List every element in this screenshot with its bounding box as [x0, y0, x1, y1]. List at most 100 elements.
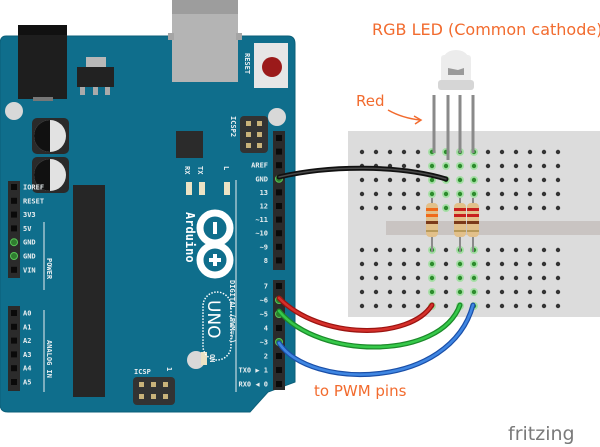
breadboard-hole[interactable] [443, 247, 449, 253]
breadboard-hole[interactable] [513, 275, 519, 281]
breadboard-hole[interactable] [457, 275, 463, 281]
breadboard-hole[interactable] [359, 149, 365, 155]
breadboard-hole[interactable] [485, 163, 491, 169]
header-pin[interactable] [276, 189, 282, 196]
breadboard-hole[interactable] [457, 163, 463, 169]
breadboard-hole[interactable] [471, 177, 477, 183]
header-pin[interactable] [276, 325, 282, 331]
header-pin[interactable] [11, 323, 17, 330]
breadboard-hole[interactable] [373, 261, 379, 267]
breadboard-hole[interactable] [401, 247, 407, 253]
breadboard-hole[interactable] [527, 205, 533, 211]
breadboard-hole[interactable] [373, 205, 379, 211]
breadboard-hole[interactable] [541, 205, 547, 211]
header-pin[interactable] [11, 184, 17, 190]
breadboard-hole[interactable] [359, 191, 365, 197]
breadboard-hole[interactable] [373, 177, 379, 183]
breadboard-hole[interactable] [527, 163, 533, 169]
breadboard-hole[interactable] [513, 205, 519, 211]
breadboard-hole[interactable] [555, 289, 561, 295]
breadboard-hole[interactable] [541, 191, 547, 197]
breadboard-hole[interactable] [429, 275, 435, 281]
breadboard-hole[interactable] [415, 163, 421, 169]
breadboard-hole[interactable] [401, 177, 407, 183]
breadboard-hole[interactable] [527, 247, 533, 253]
breadboard-hole[interactable] [415, 247, 421, 253]
header-pin[interactable] [276, 283, 282, 289]
breadboard-hole[interactable] [429, 163, 435, 169]
breadboard-hole[interactable] [513, 177, 519, 183]
breadboard-hole[interactable] [387, 177, 393, 183]
breadboard-hole[interactable] [527, 191, 533, 197]
breadboard-hole[interactable] [541, 177, 547, 183]
breadboard-hole[interactable] [373, 191, 379, 197]
header-pin[interactable] [11, 211, 17, 218]
breadboard-hole[interactable] [443, 289, 449, 295]
breadboard-hole[interactable] [499, 303, 505, 309]
breadboard-hole[interactable] [373, 289, 379, 295]
header-pin[interactable] [11, 197, 17, 204]
breadboard-hole[interactable] [555, 191, 561, 197]
breadboard-hole[interactable] [443, 163, 449, 169]
breadboard-hole[interactable] [387, 289, 393, 295]
breadboard-hole[interactable] [485, 191, 491, 197]
breadboard-hole[interactable] [415, 275, 421, 281]
breadboard-hole[interactable] [401, 205, 407, 211]
breadboard-hole[interactable] [527, 177, 533, 183]
breadboard-hole[interactable] [555, 275, 561, 281]
breadboard-hole[interactable] [429, 289, 435, 295]
breadboard-hole[interactable] [499, 177, 505, 183]
breadboard-hole[interactable] [485, 261, 491, 267]
breadboard-hole[interactable] [401, 303, 407, 309]
breadboard-hole[interactable] [555, 303, 561, 309]
breadboard-hole[interactable] [401, 149, 407, 155]
breadboard-hole[interactable] [485, 289, 491, 295]
breadboard-hole[interactable] [373, 149, 379, 155]
breadboard-hole[interactable] [401, 275, 407, 281]
header-pin[interactable] [276, 230, 282, 237]
breadboard-hole[interactable] [359, 261, 365, 267]
breadboard-hole[interactable] [555, 247, 561, 253]
breadboard-hole[interactable] [513, 261, 519, 267]
header-pin[interactable] [276, 381, 282, 387]
header-pin[interactable] [276, 216, 282, 223]
header-pin[interactable] [11, 266, 17, 273]
header-pin[interactable] [11, 379, 17, 385]
breadboard-hole[interactable] [541, 247, 547, 253]
breadboard-hole[interactable] [499, 205, 505, 211]
breadboard-hole[interactable] [499, 191, 505, 197]
breadboard-hole[interactable] [541, 289, 547, 295]
breadboard-hole[interactable] [387, 191, 393, 197]
breadboard-hole[interactable] [373, 303, 379, 309]
breadboard-hole[interactable] [513, 247, 519, 253]
breadboard-hole[interactable] [401, 289, 407, 295]
breadboard-hole[interactable] [415, 261, 421, 267]
breadboard-hole[interactable] [527, 289, 533, 295]
breadboard-hole[interactable] [499, 247, 505, 253]
breadboard-hole[interactable] [373, 275, 379, 281]
header-pin[interactable] [276, 203, 282, 209]
breadboard-hole[interactable] [485, 149, 491, 155]
breadboard-hole[interactable] [401, 191, 407, 197]
header-pin[interactable] [276, 162, 282, 169]
breadboard-hole[interactable] [555, 177, 561, 183]
rgb-led[interactable] [432, 50, 475, 160]
breadboard-hole[interactable] [471, 275, 477, 281]
breadboard-hole[interactable] [415, 303, 421, 309]
breadboard-hole[interactable] [485, 247, 491, 253]
breadboard-hole[interactable] [429, 177, 435, 183]
header-pin[interactable] [276, 148, 282, 155]
breadboard-hole[interactable] [541, 275, 547, 281]
header-pin[interactable] [276, 135, 282, 141]
breadboard-hole[interactable] [359, 275, 365, 281]
breadboard-hole[interactable] [513, 191, 519, 197]
breadboard-hole[interactable] [471, 261, 477, 267]
breadboard-hole[interactable] [415, 177, 421, 183]
breadboard-hole[interactable] [429, 191, 435, 197]
breadboard-hole[interactable] [443, 303, 449, 309]
breadboard-hole[interactable] [471, 289, 477, 295]
header-pin[interactable] [276, 257, 282, 264]
breadboard-hole[interactable] [443, 261, 449, 267]
breadboard-hole[interactable] [485, 177, 491, 183]
breadboard-hole[interactable] [555, 149, 561, 155]
